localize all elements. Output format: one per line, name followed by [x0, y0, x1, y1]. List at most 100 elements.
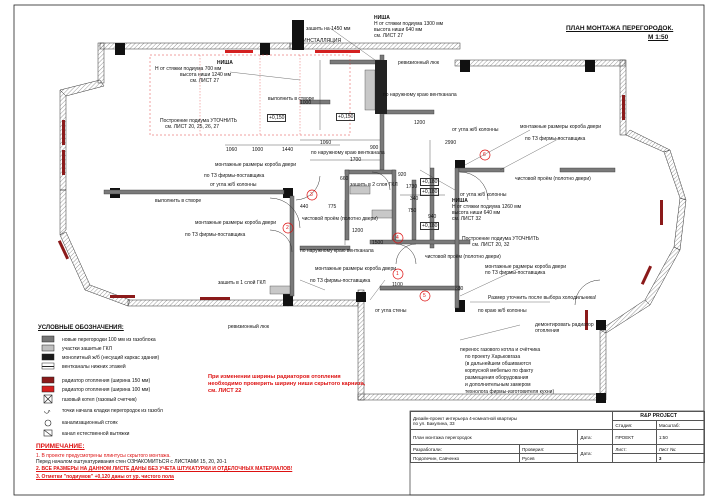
warning-line-1: При изменении ширины радиаторов отоплени… [208, 374, 341, 380]
sheet-frame [13, 4, 705, 496]
dim-1000b: 1000 [300, 100, 312, 106]
niche-top-l3: см. ЛИСТ 27 [374, 33, 404, 39]
note-door-box-4: монтажные размеры короба двери [315, 266, 397, 272]
stamp-scale: 1:50 [655, 429, 706, 445]
stamp-checked-label: Проверил: [518, 444, 579, 454]
warning-line-3: см. ЛИСТ 22 [208, 388, 242, 394]
legend-item-1: участки зашитые ГКЛ [62, 346, 112, 352]
legend-item-3: вентканалы нижних этажей [62, 364, 126, 370]
note-installation: ИНСТАЛЛЯЦИЯ [303, 38, 342, 44]
legend-item-7: точки начала кладки перегородок из газоб… [62, 408, 163, 414]
note-2: 2. ВСЕ РАЗМЕРЫ НА ДАННОМ ЛИСТЕ ДАНЫ БЕЗ … [36, 466, 293, 472]
dim-1060b: 1060 [320, 140, 332, 146]
stamp-stage: ПРОЕКТ [612, 429, 657, 445]
niche-right-l3: см. ЛИСТ 32 [452, 216, 482, 222]
note-gas-l6: и дополнительным замером [465, 382, 531, 388]
note-gkl-1-layer: зашить в 1 слой ГКЛ [218, 280, 266, 286]
legend-item-6: газовый котел (газовый счетчик) [62, 397, 137, 403]
note-revision-hatch: ревизионный люк [398, 60, 440, 66]
dim-660: 660 [340, 176, 349, 182]
dim-1200: 1200 [414, 120, 426, 126]
stamp-scale-label: Масштаб: [655, 420, 706, 430]
note-gas-l2: по проекту Харьковгаза [465, 354, 521, 360]
stamp-address: по ул. Бакулина, 33 [413, 420, 455, 426]
note-column-edge: по краю ж/б колонны [478, 308, 527, 314]
note-door-box-2: монтажные размеры короба двери [215, 162, 297, 168]
concrete-columns [110, 20, 606, 403]
stamp-developed-label: Разработали: [410, 444, 520, 454]
note-zashit-1450: зашить на 1450 мм [306, 26, 351, 32]
note-clear-opening-3: чистовой проём (полотно двери) [425, 254, 501, 260]
stamp-empty [612, 453, 657, 463]
dim-1700: 1700 [350, 157, 362, 163]
stamp-project-cell: Дизайн-проект интерьера 4-комнатной квар… [409, 411, 614, 430]
dim-340: 340 [410, 196, 419, 202]
note-tz-1: по ТЗ фирмы-поставщика [525, 136, 586, 142]
note-1: 1. В проекте предусмотрены плинтусы скры… [36, 453, 171, 459]
legend-item-2: монолитный ж/б (несущий каркас здания) [62, 355, 160, 361]
note-fridge-size: Размер уточнить после выбора холодильник… [488, 295, 597, 301]
note-podium-2: Построение подиума УТОЧНИТЬ [462, 236, 540, 242]
note-gas-l5: размещения оборудования [465, 375, 529, 381]
note-door-box-3: монтажные размеры короба двери [195, 220, 277, 226]
dim-2990: 2990 [445, 140, 457, 146]
marker-5: 5 [423, 293, 426, 299]
dim-750: 750 [408, 208, 417, 214]
note-column-corner-3: от угла ж/б колонны [460, 192, 507, 198]
notes-title: ПРИМЕЧАНИЕ: [36, 443, 85, 450]
legend-item-9: канал естественной вытяжки [62, 431, 130, 437]
dim-1440: 1440 [282, 147, 294, 153]
door-swings [269, 171, 601, 306]
svg-text:⤻: ⤻ [44, 408, 51, 415]
note-tz-2: по ТЗ фирмы-поставщика [204, 173, 265, 179]
niche-top-l1: Н от стяжки подиума 1300 мм [374, 21, 444, 27]
dim-1100: 1100 [392, 282, 403, 288]
note-podium-1-sheets: см. ЛИСТ 20, 25, 26, 27 [165, 124, 220, 130]
note-gas-l1: перенос газового котла и счётчика [460, 347, 541, 353]
niche-left-l2: высота ниши 1240 мм [180, 72, 232, 78]
dim-920: 920 [398, 172, 407, 178]
level-mark-4: +0,180 [420, 188, 440, 196]
dim-1060: 1060 [226, 147, 238, 153]
note-tz-4: по ТЗ фирмы-поставщика [310, 278, 371, 284]
dim-940: 940 [428, 214, 437, 220]
note-1b: Перед началом оштукатуривания стен ОЗНАК… [36, 459, 227, 465]
note-gas-l4: корпусной мебелью по факту [465, 368, 534, 374]
dim-1500: 1500 [372, 240, 384, 246]
note-podium-1: Построение подиума УТОЧНИТЬ [160, 118, 238, 124]
note-vypolnit-left: выполнить в створе [155, 198, 202, 204]
stamp-date-label-2: Дата: [577, 444, 614, 463]
sheet-scale-title: М 1:50 [648, 34, 669, 41]
legend-item-4: радиатор отопления (ширина 150 мм) [62, 378, 151, 384]
niche-right-l2: высота ниши 640 мм [452, 210, 501, 216]
marker-circles [282, 149, 491, 302]
niche-top-l2: высота ниши 640 мм [374, 27, 423, 33]
note-tz-3: по ТЗ фирмы-поставщика [185, 232, 246, 238]
niche-right-label: НИША [452, 198, 468, 204]
outer-walls [59, 42, 687, 401]
niche-left-l3: см. ЛИСТ 27 [190, 78, 220, 84]
note-gas-l7: технолога фирмы-изготовителя кухни) [465, 389, 555, 395]
marker-2: 2 [286, 225, 289, 231]
legend-swatches: ⤻ [41, 335, 55, 437]
podium-area [149, 54, 351, 136]
note-clear-opening-1: чистовой проём (полотно двери) [515, 176, 591, 182]
note-clear-opening-2: чистовой проём (полотно двери) [302, 216, 378, 222]
note-door-box-5: монтажные размеры короба двери [485, 264, 567, 270]
note-tz-5: по ТЗ фирмы-поставщика [485, 270, 546, 276]
stamp-list-count-label: Лист №: [655, 444, 706, 454]
sheet-title: ПЛАН МОНТАЖА ПЕРЕГОРОДОК. [566, 25, 674, 32]
niche-top-label: НИША [374, 15, 390, 21]
title-block: Дизайн-проект интерьера 4-комнатной квар… [409, 411, 706, 463]
marker-6: 6 [483, 152, 486, 158]
gkl-sections [269, 69, 393, 295]
note-column-corner-2: от угла ж/б колонны [210, 182, 257, 188]
radiators [57, 50, 663, 330]
dim-1200b: 1200 [352, 228, 364, 234]
level-mark-2: +0,150 [336, 113, 356, 121]
niche-right-l1: Н от стяжки подиума 1260 мм [452, 204, 522, 210]
level-mark-1: +0,150 [267, 114, 287, 122]
dim-880: 880 [455, 286, 464, 292]
stamp-date-label: Дата: [577, 429, 614, 445]
legend-item-8: канализационный стояк [62, 420, 118, 426]
